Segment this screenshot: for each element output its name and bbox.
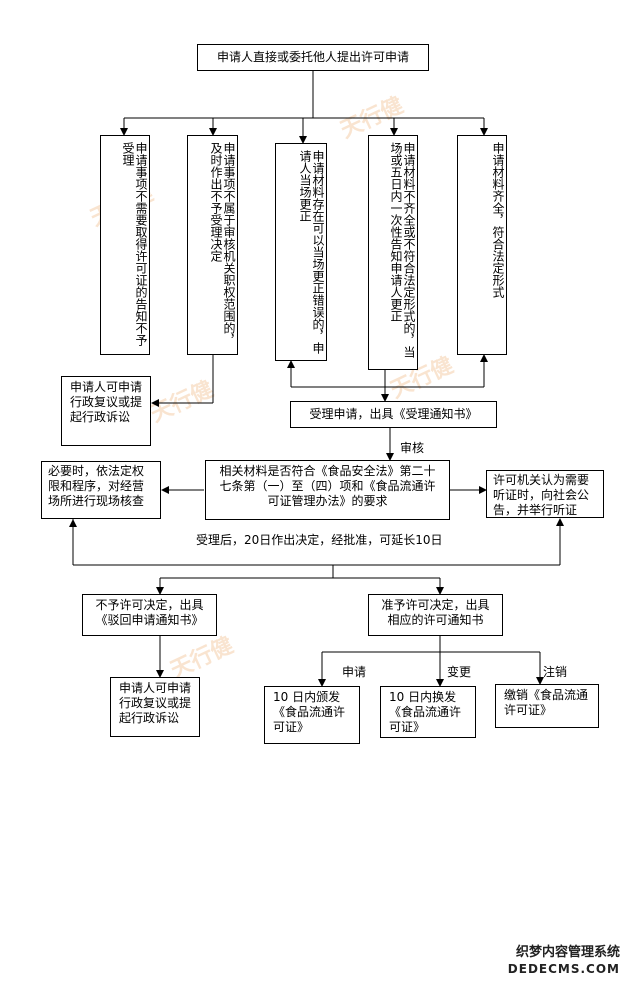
timeline-label: 受理后，20日作出决定，经批准，可延长10日: [196, 533, 443, 547]
branch-complete-box: 申请材料齐全，符合法定形式: [457, 135, 507, 355]
footer-brand: 织梦内容管理系统: [515, 945, 620, 960]
footer-domain: DEDECMS.COM: [507, 962, 620, 976]
branch-out-of-scope-box: 申请事项不属于审核机关职权范围的，及时作出不予受理决定: [187, 135, 238, 355]
issue-license-box: 10 日内颁发《食品流通许可证》: [264, 686, 360, 744]
branch-not-required-box: 申请事项不需要取得许可证的告知不予受理: [100, 135, 150, 355]
site-inspection-box: 必要时，依法定权限和程序，对经营场所进行现场核查: [41, 461, 161, 519]
renew-license-box: 10 日内换发《食品流通许可证》: [380, 686, 476, 738]
hearing-box: 许可机关认为需要听证时，向社会公告，并举行听证: [486, 470, 604, 518]
review-appeal-bottom-box: 申请人可申请行政复议或提起行政诉讼: [110, 677, 200, 737]
sub-label-apply: 申请: [342, 665, 367, 679]
branch-incomplete-box: 申请材料不齐全或不符合法定形式的，当场或五日内一次性告知申请人更正: [368, 135, 418, 370]
accept-box: 受理申请，出具《受理通知书》: [290, 401, 497, 428]
review-appeal-box: 申请人可申请行政复议或提起行政诉讼: [61, 376, 151, 446]
compliance-check-box: 相关材料是否符合《食品安全法》第二十七条第（一）至（四）项和《食品流通许可证管理…: [205, 460, 450, 520]
branch-correctable-box: 申请材料存在可以当场更正错误的，申请人当场更正: [275, 143, 327, 361]
apply-box: 申请人直接或委托他人提出许可申请: [197, 44, 429, 71]
sub-label-change: 变更: [447, 665, 472, 679]
sub-label-cancel: 注销: [543, 665, 568, 679]
revoke-license-box: 缴销《食品流通许可证》: [495, 684, 599, 728]
approve-box: 准予许可决定，出具相应的许可通知书: [368, 594, 503, 636]
audit-label: 审核: [400, 441, 425, 455]
deny-box: 不予许可决定，出具《驳回申请通知书》: [82, 594, 217, 636]
